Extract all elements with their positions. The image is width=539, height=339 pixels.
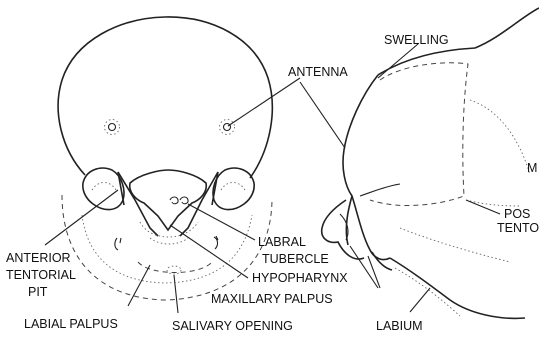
leader-labium bbox=[410, 288, 430, 312]
lateral-maxillary-palp bbox=[372, 252, 392, 270]
label-tubercle: TUBERCLE bbox=[262, 252, 329, 266]
lateral-ventral-edge bbox=[400, 228, 510, 262]
label-maxillary-palpus: MAXILLARY PALPUS bbox=[211, 292, 333, 306]
leader-maxillary-palpus bbox=[350, 246, 378, 288]
label-salivary-opening: SALIVARY OPENING bbox=[172, 319, 293, 333]
lateral-mandible bbox=[322, 200, 364, 259]
leader-posterior-tentorial bbox=[466, 200, 500, 214]
leader-anterior-tentorial-pit bbox=[45, 190, 118, 245]
head-capsule-outline bbox=[58, 17, 272, 178]
leader-antenna-side bbox=[300, 82, 345, 148]
label-tento-partial: TENTO bbox=[497, 221, 539, 235]
lateral-view-head bbox=[322, 8, 539, 318]
label-pos-partial: POS bbox=[504, 207, 530, 221]
lateral-labium bbox=[390, 258, 525, 318]
left-mandible-inner bbox=[92, 183, 116, 191]
left-antennal-socket bbox=[105, 120, 120, 135]
leader-labral-tubercle bbox=[188, 204, 255, 240]
leader-salivary-opening bbox=[174, 275, 178, 313]
labral-tubercle-mark bbox=[170, 197, 188, 204]
label-anterior: ANTERIOR bbox=[6, 251, 71, 265]
left-labial-palp-mark bbox=[115, 238, 121, 250]
lower-head-dashed-outline bbox=[62, 195, 272, 300]
label-labium: LABIUM bbox=[376, 319, 423, 333]
label-m-partial: M bbox=[527, 161, 537, 175]
right-mandible-inner bbox=[221, 183, 245, 191]
labrum bbox=[130, 170, 207, 230]
front-view-head bbox=[58, 17, 272, 300]
lateral-maxilla bbox=[352, 196, 390, 260]
label-hypopharynx: HYPOPHARYNX bbox=[252, 271, 348, 285]
hypopharynx-lower bbox=[150, 238, 188, 244]
right-labial-palp-mark bbox=[214, 236, 218, 249]
label-tentorial: TENTORIAL bbox=[6, 268, 76, 282]
leader-antenna-front bbox=[228, 78, 300, 126]
leader-swelling bbox=[378, 44, 418, 78]
leader-labial-palpus bbox=[128, 265, 150, 306]
label-labial-palpus: LABIAL PALPUS bbox=[24, 317, 118, 331]
lateral-posterior-edge bbox=[470, 100, 530, 175]
label-antenna: ANTENNA bbox=[288, 65, 348, 79]
labels: SWELLING ANTENNA M POS TENTO ANTERIOR TE… bbox=[6, 33, 539, 333]
right-antennal-socket bbox=[220, 120, 235, 135]
lateral-inner-suture bbox=[370, 63, 468, 206]
label-swelling: SWELLING bbox=[384, 33, 449, 47]
label-labral: LABRAL bbox=[258, 235, 306, 249]
lateral-fold bbox=[360, 184, 400, 196]
lateral-labium-lower bbox=[395, 268, 460, 316]
right-mandible bbox=[213, 168, 254, 209]
leader-hypopharynx bbox=[170, 225, 248, 278]
lateral-head-outline bbox=[343, 75, 378, 245]
label-pit: PIT bbox=[28, 285, 48, 299]
